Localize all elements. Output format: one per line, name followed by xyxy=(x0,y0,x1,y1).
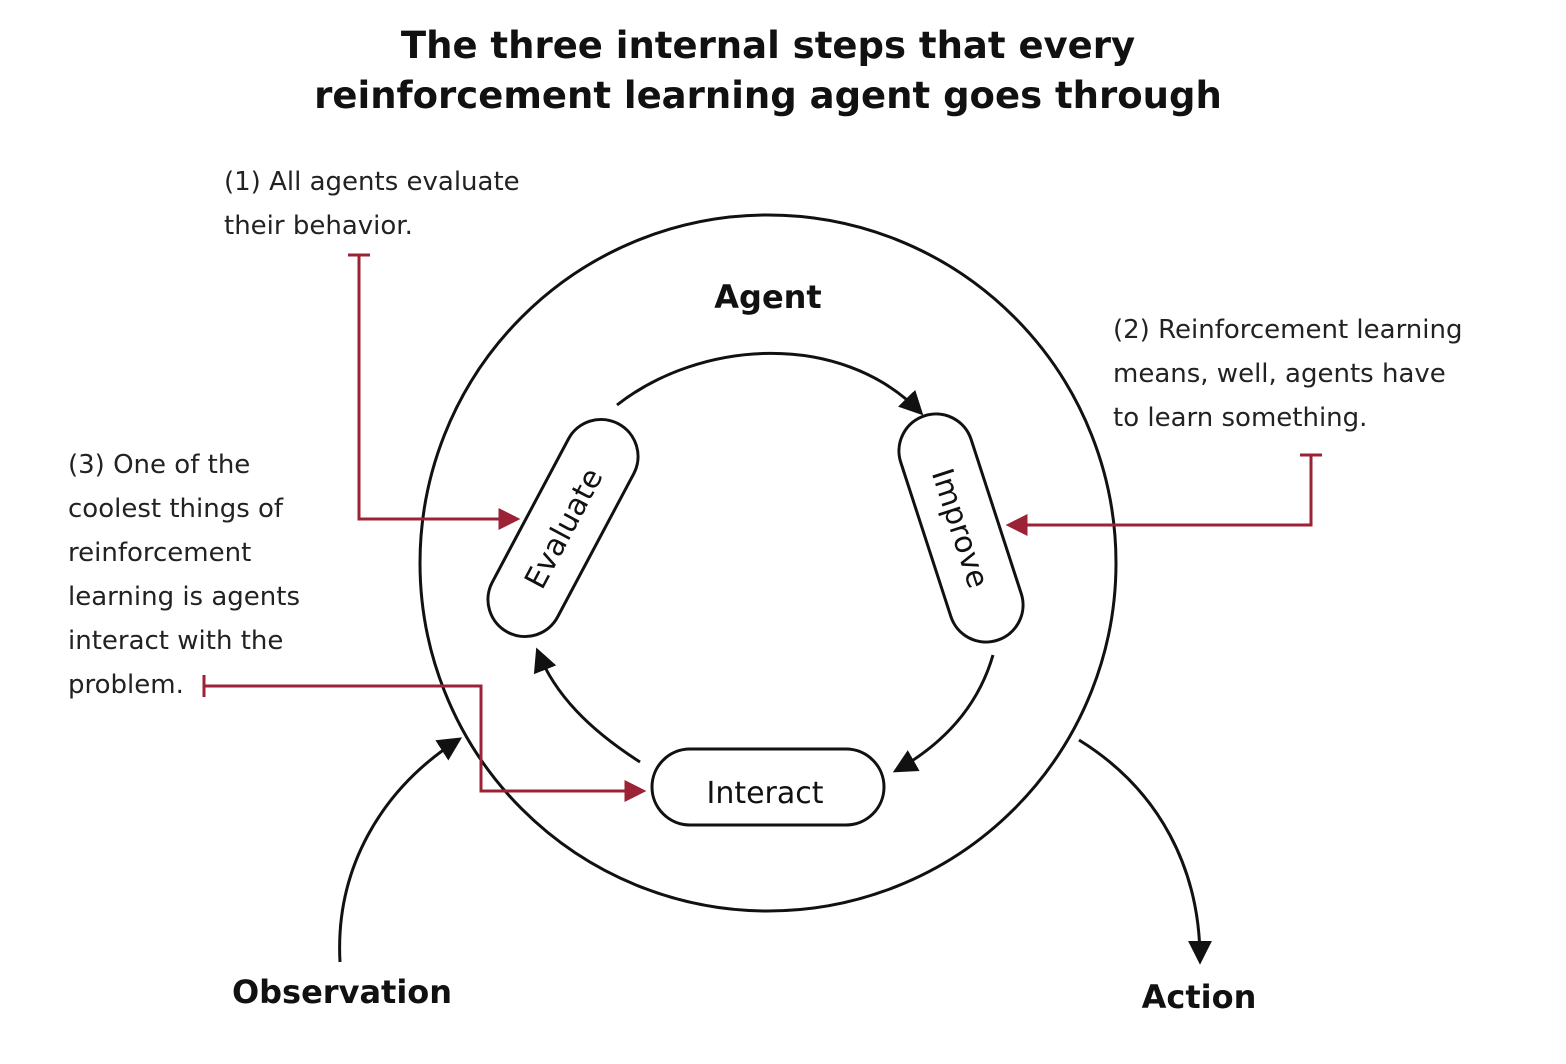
agent-circle xyxy=(418,213,1118,913)
action-arrow xyxy=(1078,738,1212,965)
note-2-callout xyxy=(1005,453,1322,536)
note-3-line-5: interact with the xyxy=(68,626,283,656)
action-label: Action xyxy=(1142,978,1257,1016)
interact-label: Interact xyxy=(706,776,823,811)
note-1-callout xyxy=(348,253,521,530)
note-3-callout xyxy=(202,675,647,802)
diagram-title-line-2: reinforcement learning agent goes throug… xyxy=(314,74,1222,117)
note-1-line-1: (1) All agents evaluate xyxy=(224,167,520,197)
diagram-title-line-1: The three internal steps that every xyxy=(401,24,1135,67)
observation-arrow xyxy=(338,737,463,963)
arrow-interact-to-evaluate xyxy=(533,647,641,764)
observation-label: Observation xyxy=(232,973,452,1011)
interact-pill xyxy=(650,747,886,827)
note-3-line-3: reinforcement xyxy=(68,538,251,568)
note-3-line-6: problem. xyxy=(68,670,184,700)
note-2-line-1: (2) Reinforcement learning xyxy=(1113,315,1463,345)
note-1: (1) All agents evaluate their behavior. xyxy=(224,167,520,241)
note-2: (2) Reinforcement learning means, well, … xyxy=(1113,315,1463,433)
note-3-line-1: (3) One of the xyxy=(68,450,250,480)
arrow-improve-to-interact xyxy=(892,654,995,773)
note-3: (3) One of the coolest things of reinfor… xyxy=(68,450,300,700)
note-1-line-2: their behavior. xyxy=(224,211,413,241)
interact-step: Interact xyxy=(650,747,886,827)
note-2-line-2: means, well, agents have xyxy=(1113,359,1446,389)
evaluate-pill xyxy=(486,417,640,639)
arrow-evaluate-to-improve xyxy=(616,351,924,416)
agent-label: Agent xyxy=(714,278,821,316)
evaluate-step: Evaluate xyxy=(486,417,640,639)
note-3-line-4: learning is agents xyxy=(68,582,300,612)
note-2-line-3: to learn something. xyxy=(1113,403,1367,433)
improve-step: Improve xyxy=(897,412,1025,644)
improve-pill xyxy=(897,412,1025,644)
note-3-line-2: coolest things of xyxy=(68,494,284,524)
